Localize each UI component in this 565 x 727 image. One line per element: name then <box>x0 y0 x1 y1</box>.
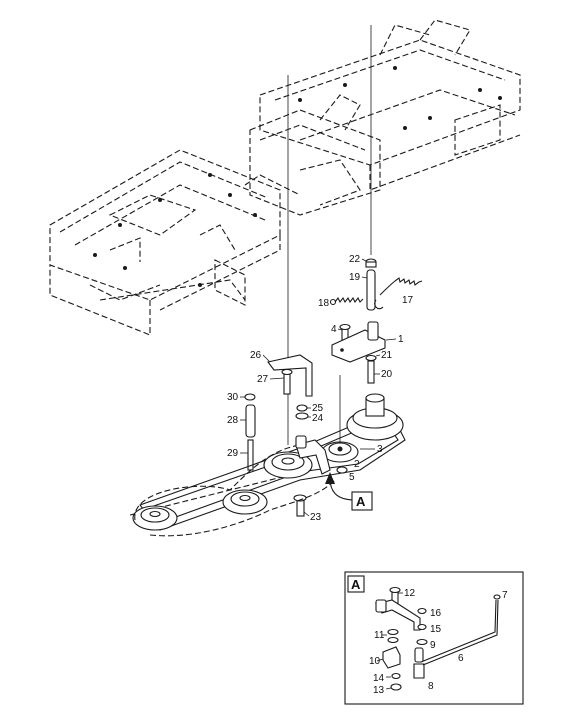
label-23: 23 <box>310 512 322 523</box>
chassis-frame <box>49 19 521 336</box>
label-25: 25 <box>312 403 324 414</box>
label-3: 3 <box>377 444 383 455</box>
detail-label-12: 12 <box>404 588 416 599</box>
detail-label-16: 16 <box>430 608 442 619</box>
detail-a-box: A <box>344 571 524 705</box>
label-19: 19 <box>349 272 361 283</box>
detail-label-13: 13 <box>373 685 385 696</box>
detail-label-7: 7 <box>502 590 508 601</box>
main-labels: 22 19 17 18 4 1 26 21 20 27 30 25 24 28 … <box>227 254 414 523</box>
label-5: 5 <box>349 472 355 483</box>
frame-holes <box>93 66 502 287</box>
label-29: 29 <box>227 448 239 459</box>
label-26: 26 <box>250 350 262 361</box>
label-30: 30 <box>227 392 239 403</box>
label-18: 18 <box>318 298 330 309</box>
detail-label-10: 10 <box>369 656 381 667</box>
callout-a-label: A <box>356 494 366 509</box>
label-24: 24 <box>312 413 324 424</box>
idler-assembly-parts <box>244 258 423 517</box>
callout-a: A <box>325 472 373 511</box>
detail-a-title: A <box>351 577 361 592</box>
label-27: 27 <box>257 374 269 385</box>
detail-label-15: 15 <box>430 624 442 635</box>
label-2: 2 <box>354 459 360 470</box>
label-17: 17 <box>402 295 414 306</box>
label-20: 20 <box>381 369 393 380</box>
label-22: 22 <box>349 254 361 265</box>
label-1: 1 <box>398 334 404 345</box>
detail-label-8: 8 <box>428 681 434 692</box>
detail-label-9: 9 <box>430 640 436 651</box>
label-4: 4 <box>331 324 337 335</box>
detail-label-14: 14 <box>373 673 385 684</box>
detail-label-6: 6 <box>458 653 464 664</box>
label-28: 28 <box>227 415 239 426</box>
detail-labels: 12 7 16 15 9 11 6 10 14 13 8 <box>369 588 508 696</box>
label-21: 21 <box>381 350 393 361</box>
detail-label-11: 11 <box>374 630 385 641</box>
pulley-belt-system <box>129 393 406 537</box>
